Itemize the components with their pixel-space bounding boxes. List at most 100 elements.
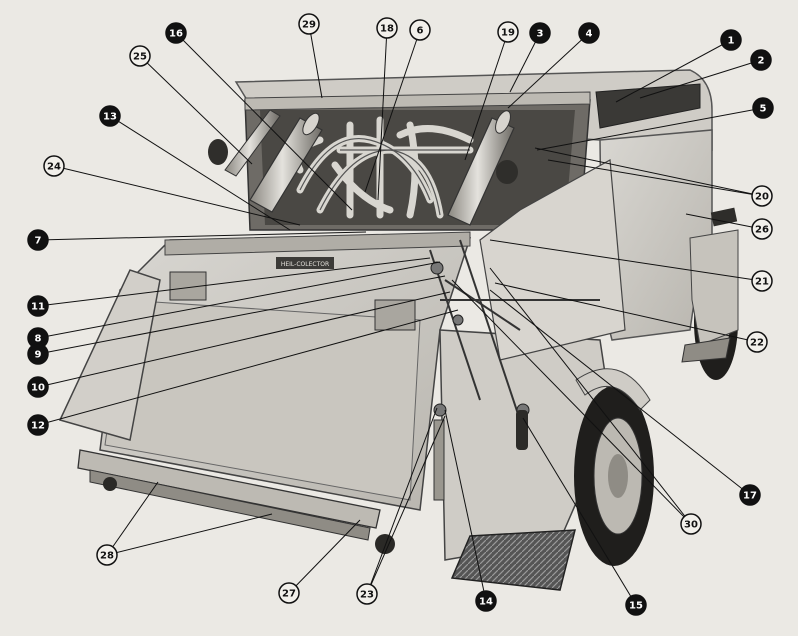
hose-outlines bbox=[299, 138, 470, 216]
callout-circle bbox=[376, 17, 398, 39]
callout-number: 3 bbox=[537, 29, 544, 40]
callout-15: 15 bbox=[625, 594, 647, 616]
callout-number: 23 bbox=[360, 590, 374, 601]
callout-circle bbox=[475, 590, 497, 612]
callout-number: 18 bbox=[380, 24, 394, 35]
callout-circle bbox=[409, 19, 431, 41]
callout-11: 11 bbox=[27, 295, 49, 317]
callout-23: 23 bbox=[356, 583, 378, 605]
callout-circle bbox=[356, 583, 378, 605]
callout-circle bbox=[278, 582, 300, 604]
callout-number: 24 bbox=[47, 162, 61, 173]
callout-number: 19 bbox=[501, 28, 515, 39]
right-hydraulic-cylinder bbox=[447, 110, 515, 226]
callout-circle bbox=[96, 544, 118, 566]
callout-circle bbox=[746, 331, 768, 353]
callout-number: 20 bbox=[755, 192, 769, 203]
callout-circle bbox=[497, 21, 519, 43]
left-wing-panel bbox=[58, 269, 161, 441]
rear-bumper bbox=[77, 449, 381, 529]
lever-handle bbox=[516, 410, 528, 450]
leader-lines bbox=[37, 23, 764, 606]
callout-number: 28 bbox=[100, 551, 114, 562]
callout-number: 12 bbox=[31, 421, 45, 432]
callout-circle bbox=[27, 229, 49, 251]
callout-number: 25 bbox=[133, 52, 147, 63]
callout-25: 25 bbox=[129, 45, 151, 67]
callout-4: 4 bbox=[578, 22, 600, 44]
callout-29: 29 bbox=[298, 13, 320, 35]
callout-27: 27 bbox=[278, 582, 300, 604]
callout-circle bbox=[750, 49, 772, 71]
callout-2: 2 bbox=[750, 49, 772, 71]
callout-circle bbox=[751, 270, 773, 292]
callout-circle bbox=[298, 13, 320, 35]
callout-circle bbox=[129, 45, 151, 67]
callout-number: 16 bbox=[169, 29, 183, 40]
callout-number: 15 bbox=[629, 601, 643, 612]
callout-circle bbox=[27, 343, 49, 365]
callout-circle bbox=[99, 105, 121, 127]
callout-number: 14 bbox=[479, 597, 493, 608]
callout-number: 2 bbox=[758, 56, 765, 67]
callout-28: 28 bbox=[96, 544, 118, 566]
callout-number: 9 bbox=[35, 350, 42, 361]
top-vent bbox=[595, 83, 701, 129]
logo-plate bbox=[276, 257, 334, 269]
callout-24: 24 bbox=[43, 155, 65, 177]
callout-10: 10 bbox=[27, 376, 49, 398]
callout-circle bbox=[739, 484, 761, 506]
callout-7: 7 bbox=[27, 229, 49, 251]
callout-circle bbox=[529, 22, 551, 44]
callout-circle bbox=[27, 295, 49, 317]
callout-14: 14 bbox=[475, 590, 497, 612]
callout-13: 13 bbox=[99, 105, 121, 127]
rear-step bbox=[450, 529, 576, 591]
left-lamp bbox=[208, 139, 228, 165]
callout-number: 13 bbox=[103, 112, 117, 123]
callout-number: 10 bbox=[31, 383, 45, 394]
callout-number: 7 bbox=[35, 236, 42, 247]
callout-number: 1 bbox=[728, 36, 735, 47]
callout-number: 27 bbox=[282, 589, 296, 600]
arm-linkage bbox=[429, 239, 600, 421]
callout-circle bbox=[43, 155, 65, 177]
callout-16: 16 bbox=[165, 22, 187, 44]
callout-number: 17 bbox=[743, 491, 757, 502]
callout-number: 29 bbox=[302, 20, 316, 31]
logo-text: HEIL-COLECTOR bbox=[281, 261, 329, 268]
callout-number: 8 bbox=[35, 334, 42, 345]
callout-number: 6 bbox=[417, 26, 424, 37]
callout-30: 30 bbox=[680, 513, 702, 535]
callout-number: 4 bbox=[586, 29, 593, 40]
callout-22: 22 bbox=[746, 331, 768, 353]
callout-circle bbox=[27, 376, 49, 398]
left-hydraulic-cylinder bbox=[224, 109, 323, 213]
callout-20: 20 bbox=[751, 185, 773, 207]
callout-circle bbox=[625, 594, 647, 616]
callout-9: 9 bbox=[27, 343, 49, 365]
callout-number: 26 bbox=[755, 225, 769, 236]
callout-number: 5 bbox=[760, 104, 767, 115]
callout-3: 3 bbox=[529, 22, 551, 44]
cab bbox=[689, 229, 739, 346]
callout-19: 19 bbox=[497, 21, 519, 43]
callout-number: 30 bbox=[684, 520, 698, 531]
callout-21: 21 bbox=[751, 270, 773, 292]
callout-circle bbox=[751, 185, 773, 207]
callout-number: 22 bbox=[750, 338, 764, 349]
callout-circle bbox=[752, 97, 774, 119]
callout-circle bbox=[578, 22, 600, 44]
callout-5: 5 bbox=[752, 97, 774, 119]
mirror bbox=[710, 207, 738, 227]
callout-circle bbox=[165, 22, 187, 44]
callout-17: 17 bbox=[739, 484, 761, 506]
callout-number: 11 bbox=[31, 302, 45, 313]
callout-26: 26 bbox=[751, 218, 773, 240]
callout-18: 18 bbox=[376, 17, 398, 39]
callout-6: 6 bbox=[409, 19, 431, 41]
callout-1: 1 bbox=[720, 29, 742, 51]
